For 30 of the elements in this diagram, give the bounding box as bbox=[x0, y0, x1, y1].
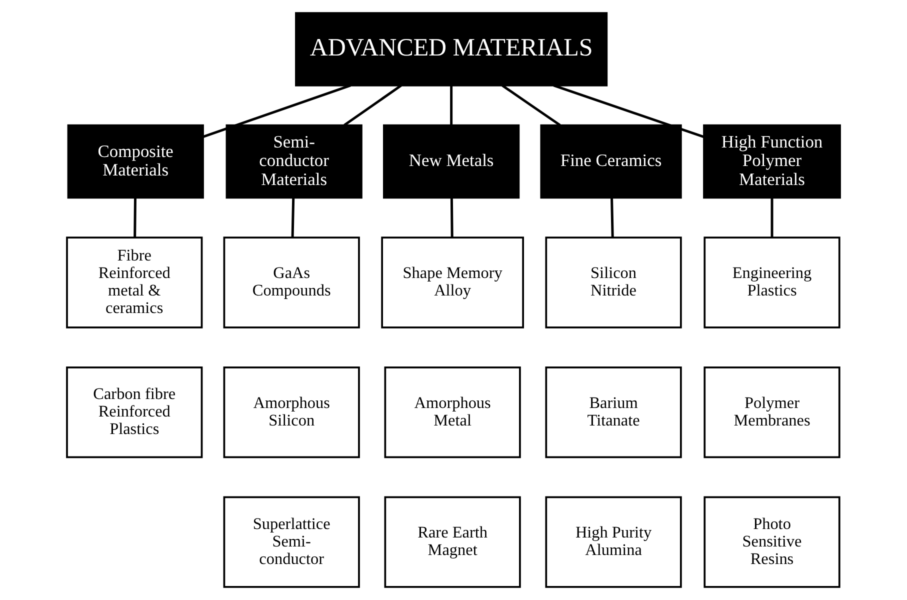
node-box: Superlattice Semi- conductor bbox=[223, 496, 360, 588]
node-box: Carbon fibre Reinforced Plastics bbox=[66, 366, 203, 458]
node-box: Rare Earth Magnet bbox=[384, 496, 521, 588]
connector bbox=[291, 198, 295, 238]
connector bbox=[610, 198, 614, 238]
node-box: Amorphous Metal bbox=[384, 366, 521, 458]
node-box: Barium Titanate bbox=[545, 366, 682, 458]
node-box: Photo Sensitive Resins bbox=[704, 496, 840, 588]
node-box: GaAs Compounds bbox=[223, 236, 360, 328]
node-box: Fibre Reinforced metal & ceramics bbox=[66, 236, 203, 328]
connector bbox=[553, 84, 704, 138]
node-box: High Function Polymer Materials bbox=[703, 124, 841, 199]
node-box: High Purity Alumina bbox=[545, 496, 682, 588]
connector bbox=[450, 86, 453, 125]
node-box: ADVANCED MATERIALS bbox=[295, 12, 608, 86]
node-box: Silicon Nitride bbox=[545, 236, 682, 328]
node-box: Fine Ceramics bbox=[540, 124, 682, 199]
connector bbox=[770, 198, 774, 238]
connector bbox=[344, 84, 402, 126]
node-box: Shape Memory Alloy bbox=[381, 236, 524, 328]
node-box: Composite Materials bbox=[67, 124, 204, 199]
node-box: New Metals bbox=[383, 124, 520, 199]
connector bbox=[134, 198, 136, 238]
node-box: Amorphous Silicon bbox=[223, 366, 360, 458]
connector bbox=[450, 198, 454, 238]
node-box: Polymer Membranes bbox=[704, 366, 840, 458]
connector bbox=[202, 84, 351, 138]
node-box: Semi- conductor Materials bbox=[226, 124, 362, 199]
node-box: Engineering Plastics bbox=[704, 236, 840, 328]
connector bbox=[502, 84, 561, 126]
